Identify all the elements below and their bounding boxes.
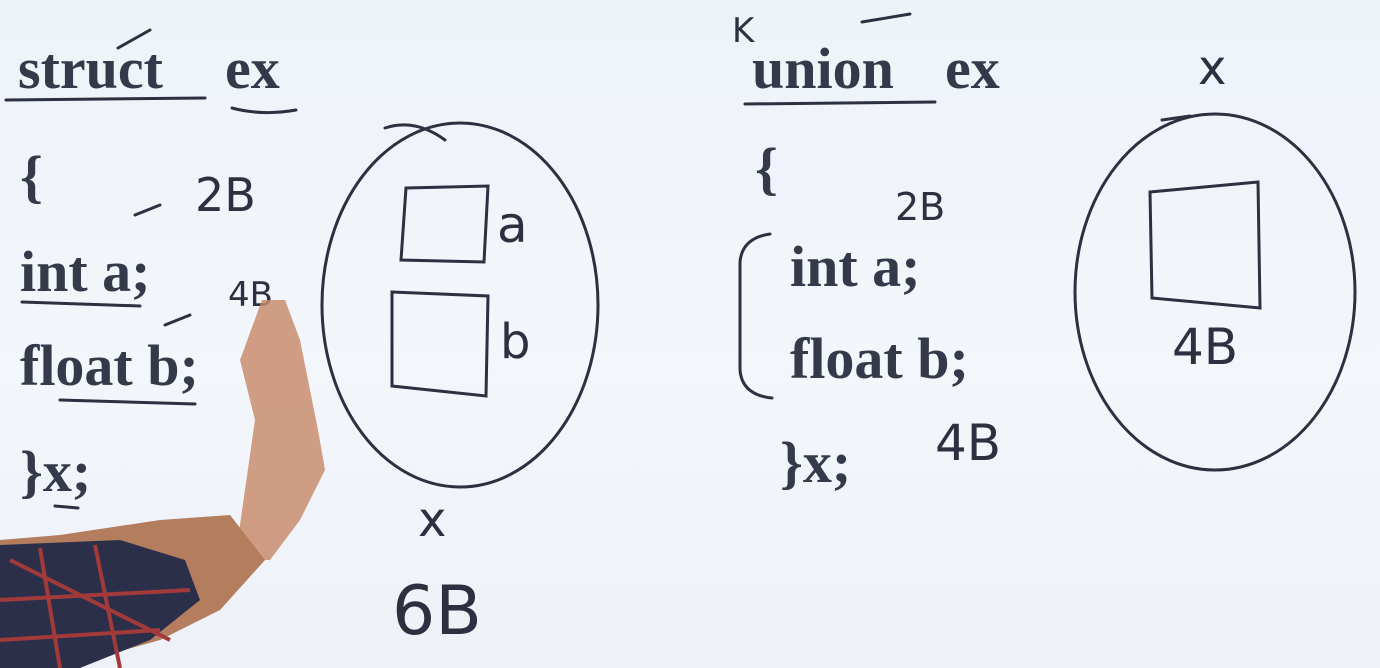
union-member-bracket	[738, 232, 774, 400]
struct-member-int-a: int a;	[20, 239, 151, 304]
struct-keyword-underline	[4, 96, 207, 102]
union-member-float-b: float b;	[790, 326, 969, 391]
struct-total-size: 6B	[392, 572, 482, 651]
struct-int-underline	[20, 300, 142, 308]
union-box	[1148, 180, 1262, 310]
struct-member-float-b: float b;	[20, 333, 199, 398]
union-name: ex	[945, 36, 1000, 101]
struct-open-brace: {	[20, 144, 43, 209]
struct-small-tick-1	[133, 203, 162, 217]
union-tick-mark	[860, 12, 912, 24]
union-close-var: }x;	[780, 430, 852, 495]
union-keyword-underline	[743, 100, 937, 106]
union-k-mark: K	[732, 11, 755, 51]
union-box-size: 4B	[1172, 318, 1239, 376]
union-int-size-note: 2B	[895, 185, 946, 229]
struct-box-a	[399, 184, 490, 264]
struct-name-underline	[230, 106, 298, 115]
struct-circle-tick	[383, 123, 447, 142]
union-var-label: x	[1198, 40, 1227, 96]
struct-x-dash	[53, 504, 80, 510]
union-keyword: union	[752, 36, 894, 101]
struct-small-tick-2	[163, 313, 192, 327]
struct-box-a-label: a	[497, 196, 528, 254]
struct-tick-mark	[116, 28, 152, 50]
struct-keyword: struct	[18, 36, 163, 101]
union-open-brace: {	[755, 136, 778, 201]
struct-var-label: x	[418, 492, 447, 548]
struct-box-b-label: b	[500, 314, 531, 370]
struct-float-underline	[58, 398, 197, 406]
union-total-size-note: 4B	[935, 414, 1002, 472]
union-member-int-a: int a;	[790, 234, 921, 299]
struct-memory-circle	[320, 121, 600, 489]
union-memory-circle	[1073, 112, 1357, 472]
hand-palm	[235, 300, 325, 560]
struct-name: ex	[225, 36, 280, 101]
struct-int-size-note: 2B	[195, 168, 256, 222]
plaid-lines	[0, 544, 191, 668]
union-circle-tick	[1160, 114, 1192, 122]
struct-close-var: }x;	[20, 439, 92, 504]
struct-box-b	[390, 290, 490, 398]
